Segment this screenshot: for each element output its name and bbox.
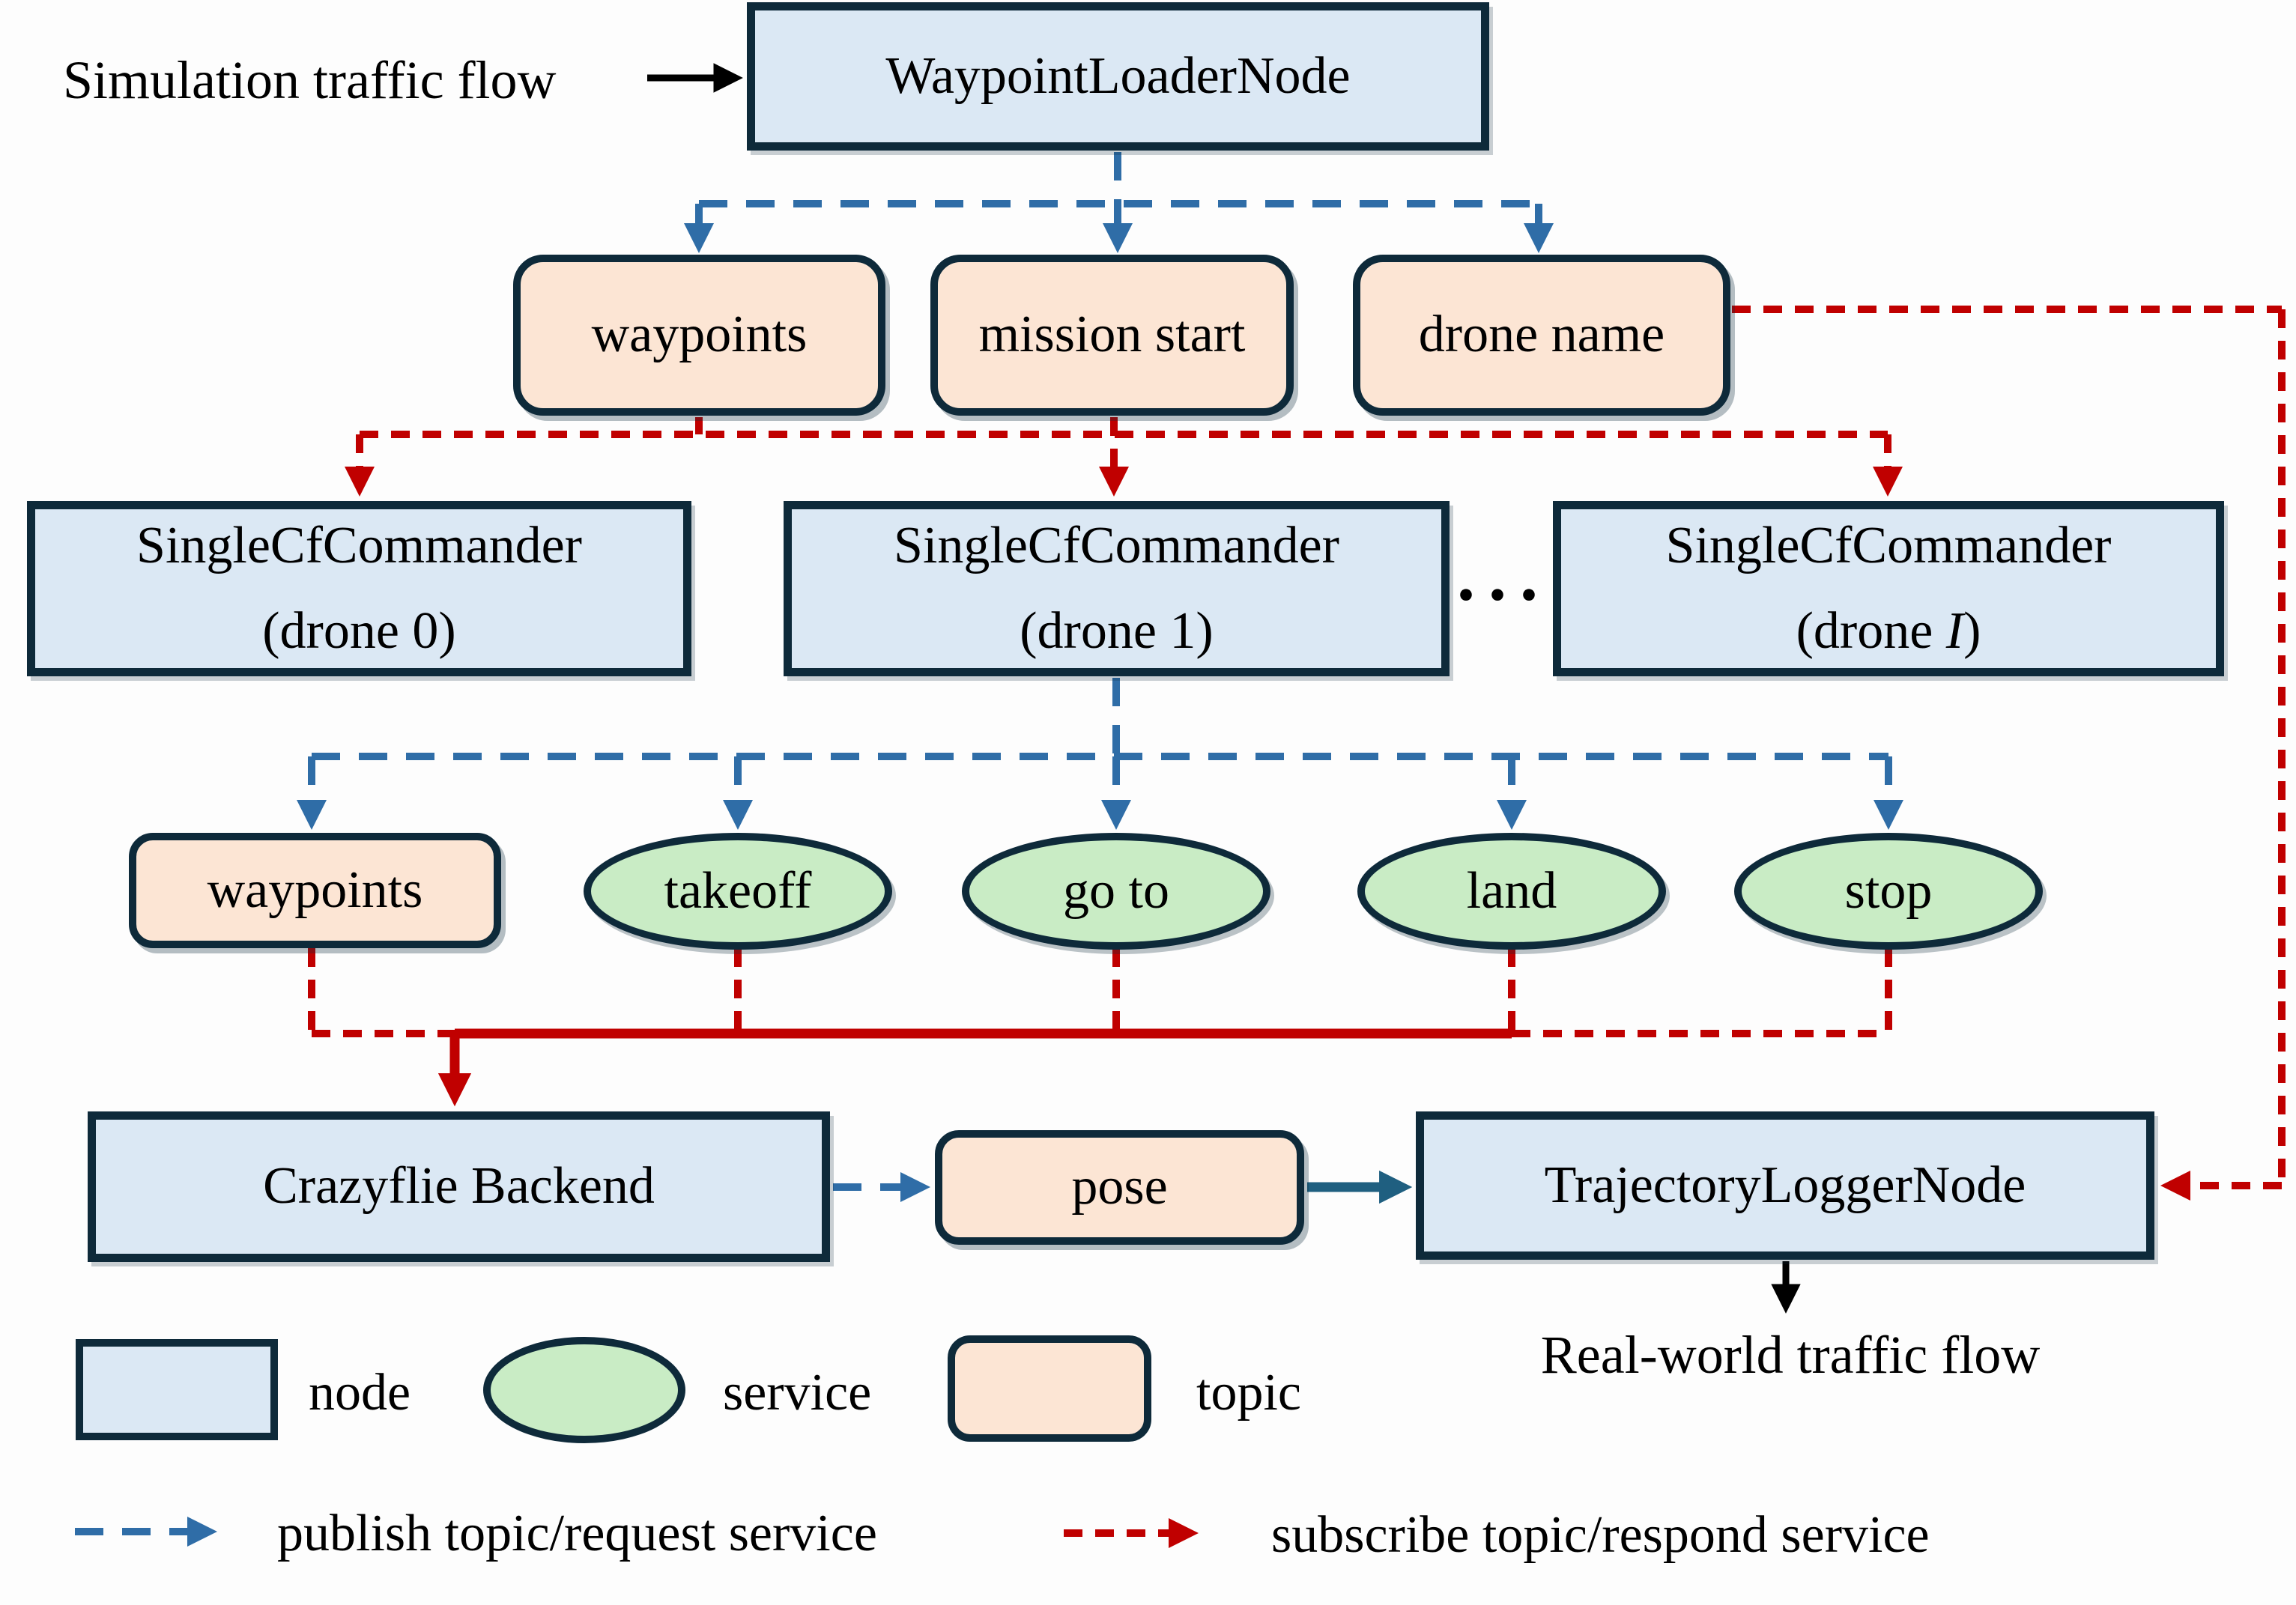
topic-drone-name: drone name: [1353, 255, 1730, 416]
commander-drone1-name: SingleCfCommander: [894, 517, 1339, 574]
legend-publish-label: publish topic/request service: [277, 1505, 877, 1562]
legend-topic-label: topic: [1196, 1364, 1301, 1422]
topic-waypoints: waypoints: [513, 255, 885, 416]
legend-subscribe-label: subscribe topic/respond service: [1271, 1506, 1930, 1564]
node-commander-drone1: SingleCfCommander (drone 1): [784, 501, 1450, 676]
topic-mission-start: mission start: [930, 255, 1294, 416]
topic-drone-name-label: drone name: [1418, 306, 1665, 364]
topic-waypoints-label: waypoints: [591, 306, 808, 364]
commander-drone0-instance: (drone 0): [262, 602, 456, 660]
topic-waypoints-2: waypoints: [129, 833, 501, 948]
real-flow-label: Real-world traffic flow: [1540, 1325, 2041, 1385]
commander-droneI-instance-prefix: (drone: [1796, 602, 1946, 660]
node-commander-droneI: SingleCfCommander (drone I): [1553, 501, 2224, 676]
node-crazyflie-backend-label: Crazyflie Backend: [263, 1157, 655, 1216]
service-goto-label: go to: [1063, 861, 1169, 920]
service-land-label: land: [1466, 861, 1557, 920]
legend-node-label: node: [309, 1364, 411, 1422]
node-commander-drone0: SingleCfCommander (drone 0): [27, 501, 691, 676]
node-crazyflie-backend: Crazyflie Backend: [88, 1111, 830, 1262]
service-takeoff: takeoff: [584, 833, 892, 950]
topic-mission-start-label: mission start: [978, 306, 1246, 364]
commander-droneI-instance-var: I: [1945, 602, 1964, 660]
service-goto: go to: [962, 833, 1270, 950]
legend-topic-swatch: [948, 1335, 1151, 1442]
commander-drone1-instance: (drone 1): [1020, 602, 1214, 660]
legend-service-label: service: [723, 1364, 872, 1422]
node-waypoint-loader: WaypointLoaderNode: [747, 2, 1489, 151]
service-takeoff-label: takeoff: [664, 861, 812, 920]
legend-node-swatch: [76, 1339, 278, 1440]
node-trajectory-logger-label: TrajectoryLoggerNode: [1544, 1156, 2026, 1214]
service-stop-label: stop: [1844, 861, 1933, 920]
topic-waypoints-2-label: waypoints: [207, 861, 423, 919]
legend-service-swatch: [483, 1337, 685, 1443]
commander-droneI-name: SingleCfCommander: [1665, 517, 2112, 574]
node-waypoint-loader-label: WaypointLoaderNode: [885, 46, 1351, 105]
commander-drone0-name: SingleCfCommander: [136, 517, 582, 574]
service-land: land: [1357, 833, 1666, 950]
service-stop: stop: [1734, 833, 2043, 950]
commanders-ellipsis: ···: [1453, 554, 1549, 634]
commander-droneI-instance-suffix: ): [1963, 602, 1981, 660]
node-trajectory-logger: TrajectoryLoggerNode: [1416, 1111, 2154, 1260]
topic-pose-label: pose: [1071, 1158, 1168, 1216]
sim-flow-label: Simulation traffic flow: [63, 50, 557, 110]
topic-pose: pose: [935, 1130, 1304, 1245]
commander-droneI-instance: (drone I): [1796, 601, 1981, 661]
